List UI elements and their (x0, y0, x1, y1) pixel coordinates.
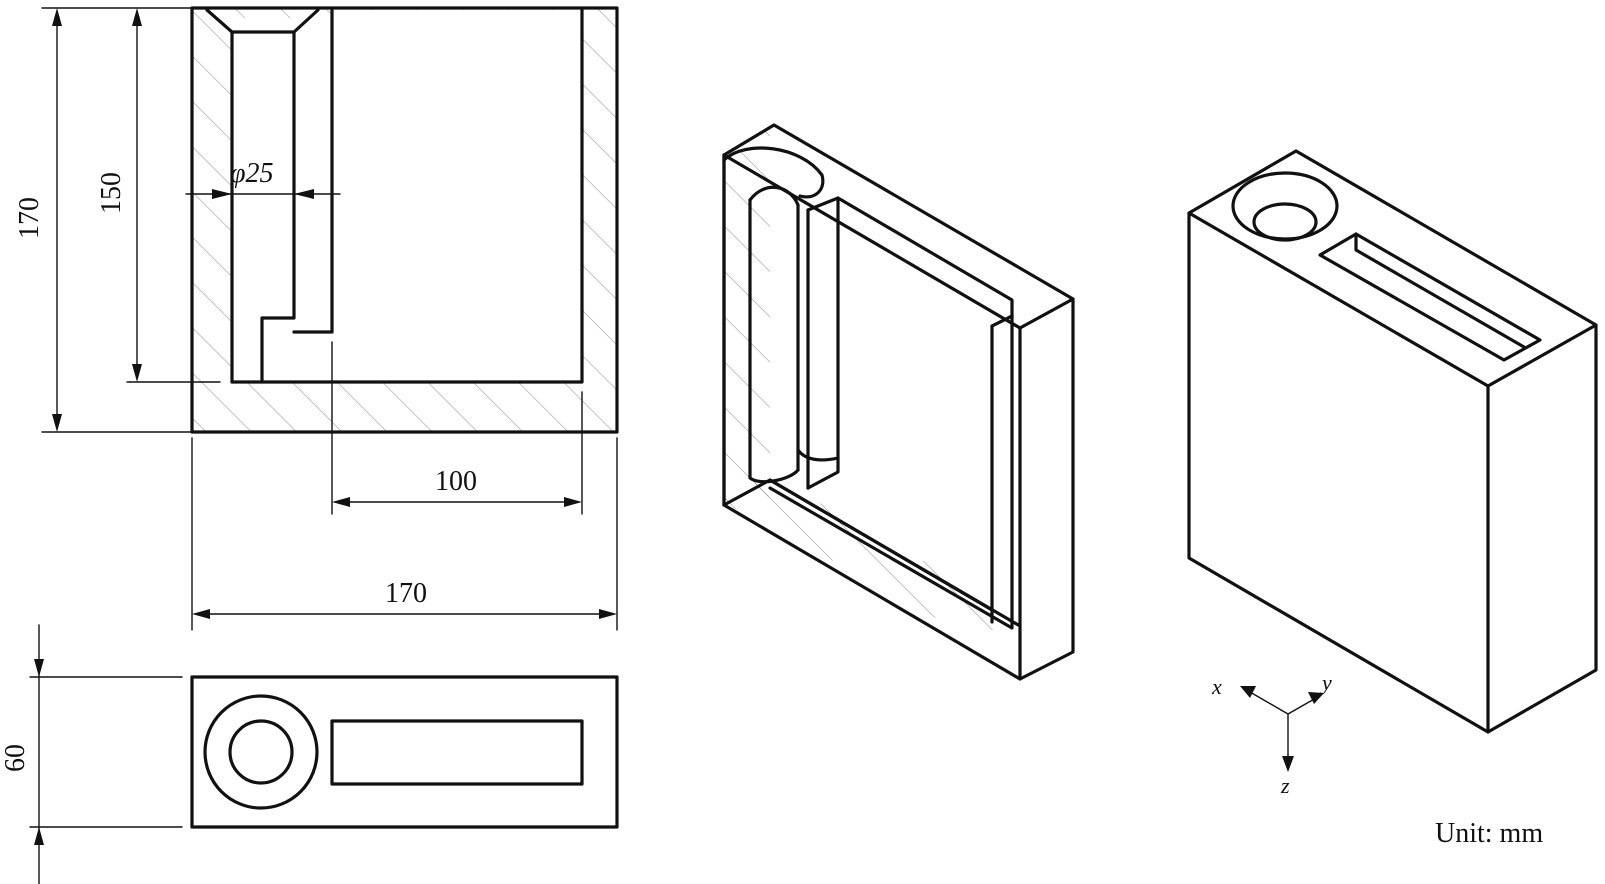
iso-hole-outer (1231, 171, 1339, 241)
dim-label-150-height: 150 (96, 172, 127, 214)
divider-wall (292, 8, 334, 334)
iso-solid-outline (1187, 149, 1598, 734)
axis-z-label: z (1280, 773, 1290, 798)
top-outer-outline (190, 675, 619, 829)
isometric-section-view (722, 123, 1075, 681)
unit-label: Unit: mm (1435, 818, 1544, 849)
dim-label-170-height: 170 (14, 197, 45, 239)
iso-hole-inner (1252, 202, 1318, 242)
top-hole-outer-circle (203, 694, 319, 810)
cavity-fill (332, 10, 582, 382)
cavity-outline (230, 8, 584, 384)
iso-counterbore (722, 146, 825, 199)
channel-right-wall (260, 30, 296, 384)
hole-chamfer (205, 8, 320, 34)
dim-label-100: 100 (435, 466, 477, 497)
isometric-solid-view (1187, 149, 1598, 734)
axis-y-label: y (1320, 670, 1332, 695)
top-view: 60 (0, 624, 619, 884)
front-outer-outline (190, 6, 619, 434)
dim-label-phi25: φ25 (230, 158, 274, 189)
front-section-view: 170 150 φ25 100 170 (14, 6, 619, 631)
axis-x-label: x (1211, 674, 1222, 699)
channel-bottom-step-fill (232, 320, 262, 382)
dim-label-170-width: 170 (385, 578, 427, 609)
iso-slot-outline (1318, 232, 1542, 362)
top-hole-inner-circle (228, 719, 294, 785)
top-slot-outline (330, 719, 584, 786)
axis-triad: x y z (1211, 670, 1332, 798)
dim-label-60: 60 (0, 744, 31, 772)
